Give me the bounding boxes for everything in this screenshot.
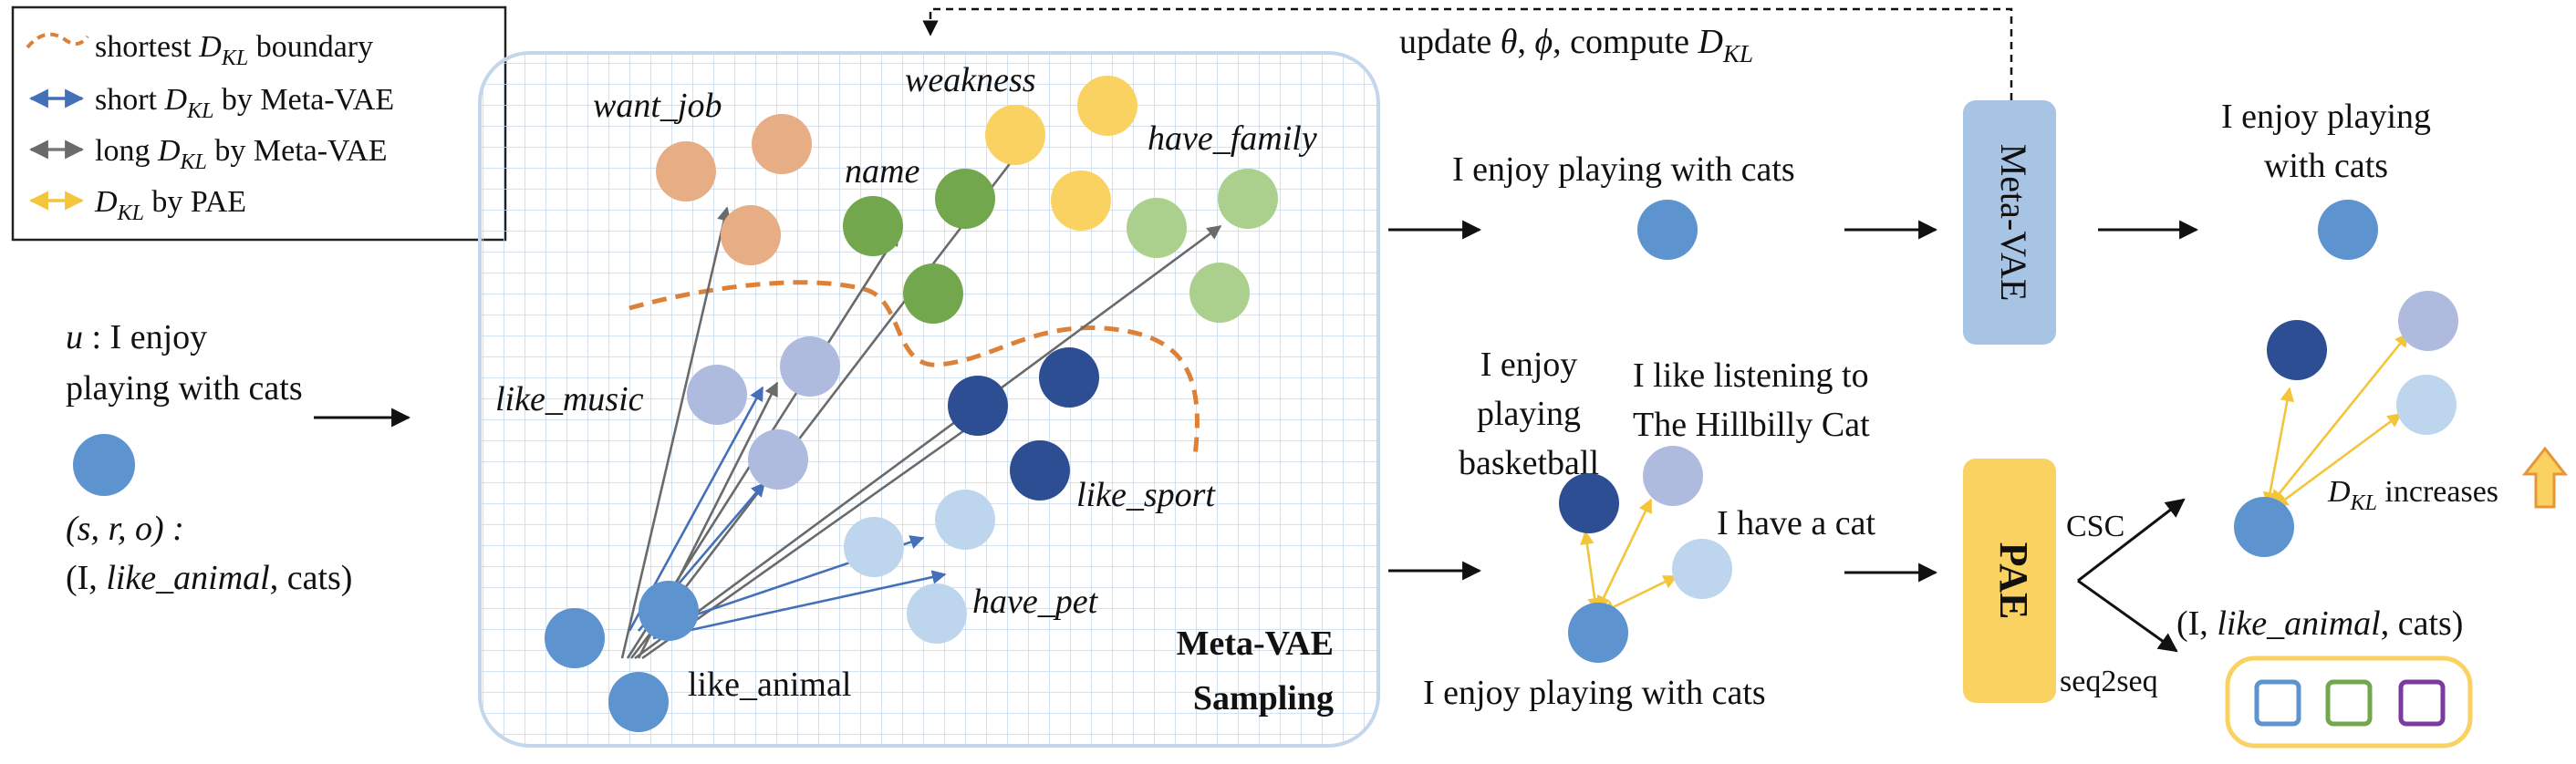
- node-weakness-2: [1077, 76, 1137, 136]
- node-family-2: [1218, 169, 1278, 229]
- short-arrow-pet2: [652, 570, 947, 640]
- label-name: name: [845, 152, 919, 191]
- top-output-node: [2318, 200, 2378, 260]
- node-animal-2: [639, 581, 699, 641]
- token-box-purple: [2398, 679, 2446, 727]
- bottom-row: I enjoy playing basketball I like listen…: [1388, 291, 2569, 749]
- label-have-pet: have_pet: [972, 583, 1099, 621]
- basketball-line2: playing: [1477, 395, 1581, 433]
- bottom-basketball-node: [1559, 473, 1619, 533]
- token-box-blue: [2254, 679, 2301, 727]
- up-arrow-icon: [2521, 446, 2569, 509]
- node-music-2: [780, 336, 840, 397]
- csc-label: CSC: [2066, 510, 2124, 543]
- bottom-anchor-text: I enjoy playing with cats: [1423, 674, 1766, 712]
- input-section: u : I enjoy playing with cats (s, r, o) …: [66, 318, 411, 597]
- node-pet-2: [935, 490, 995, 550]
- legend: shortest DKL boundary short DKL by Meta-…: [11, 5, 507, 242]
- node-name-3: [903, 263, 963, 324]
- seq2seq-arrow: [2077, 579, 2178, 653]
- shortest-boundary-curve: [628, 280, 1200, 457]
- bottom-cat-node: [1672, 539, 1732, 599]
- basketball-line1: I enjoy: [1480, 346, 1578, 384]
- feedback-label: update θ, ϕ, compute DKL: [1399, 23, 1753, 67]
- label-like-music: like_music: [495, 380, 644, 418]
- node-family-1: [1127, 198, 1187, 258]
- pae-label: PAE: [1991, 542, 2036, 620]
- sampling-title-line1: Meta-VAE: [1177, 625, 1334, 663]
- seq2seq-triple: (I, like_animal, cats): [2176, 604, 2463, 643]
- csc-music-node: [2398, 291, 2458, 351]
- long-arrow-sport: [641, 420, 978, 660]
- node-animal-3: [608, 672, 669, 732]
- pae-arrow-basketball: [1580, 530, 1602, 613]
- node-pet-3: [907, 583, 967, 644]
- feedback-dashed-arrow: [922, 7, 2013, 100]
- bottom-anchor-node: [1568, 603, 1628, 663]
- feedback-loop: update θ, ϕ, compute DKL: [922, 7, 2013, 100]
- node-want-job-2: [752, 114, 812, 174]
- legend-boundary-text: shortest DKL boundary: [95, 30, 373, 70]
- node-name-2: [935, 169, 995, 229]
- long-arrow-want-job: [620, 206, 732, 659]
- meta-vae-box: [1963, 100, 2056, 345]
- node-family-3: [1189, 263, 1250, 323]
- legend-boundary-swatch: [26, 32, 89, 49]
- node-weakness-1: [985, 105, 1045, 165]
- hillbilly-line2: The Hillbilly Cat: [1633, 406, 1870, 444]
- long-arrow-weakness: [629, 144, 1025, 659]
- pae-box: [1963, 459, 2056, 703]
- label-like-sport: like_sport: [1076, 476, 1216, 514]
- token-box-container: [2225, 656, 2473, 749]
- node-sport-3: [1010, 440, 1070, 501]
- input-utterance-line2: playing with cats: [66, 369, 303, 408]
- legend-short-text: short DKL by Meta-VAE: [95, 83, 394, 123]
- legend-pae-text: DKL by PAE: [94, 185, 246, 225]
- csc-pet-node: [2396, 375, 2457, 435]
- node-music-1: [687, 365, 747, 425]
- csc-arrow-sport: [2262, 387, 2295, 507]
- basketball-line3: basketball: [1459, 444, 1599, 482]
- csc-anchor-node: [2234, 497, 2294, 557]
- node-pet-1: [844, 517, 904, 577]
- node-music-3: [748, 429, 808, 490]
- csc-arrow: [2077, 498, 2186, 583]
- pae-arrow-cat: [1600, 574, 1678, 614]
- node-want-job-3: [721, 205, 781, 265]
- long-arrow-have-family: [634, 224, 1222, 660]
- csc-sport-node: [2267, 320, 2327, 380]
- legend-long-text: long DKL by Meta-VAE: [95, 134, 388, 174]
- input-sro-label: (s, r, o) :: [66, 510, 184, 548]
- top-sentence: I enjoy playing with cats: [1452, 150, 1795, 189]
- csc-arrow-pet: [2273, 412, 2403, 509]
- have-cat-text: I have a cat: [1717, 504, 1875, 542]
- input-triple: (I, like_animal, cats): [66, 559, 352, 597]
- top-output-line1: I enjoy playing: [2221, 98, 2431, 136]
- meta-vae-label: Meta-VAE: [1993, 144, 2034, 302]
- token-box-green: [2325, 679, 2373, 727]
- seq2seq-label: seq2seq: [2060, 665, 2158, 698]
- node-animal-1: [545, 608, 605, 668]
- input-utterance-line1: u : I enjoy: [66, 318, 207, 356]
- legend-box: [11, 5, 507, 242]
- bottom-hillbilly-node: [1643, 446, 1703, 506]
- top-output-line2: with cats: [2264, 147, 2388, 185]
- sampling-panel: want_job weakness name have_family like_…: [478, 51, 1380, 748]
- node-sport-2: [1039, 347, 1099, 408]
- label-like-animal: like_animal: [688, 666, 851, 704]
- label-have-family: have_family: [1148, 119, 1317, 158]
- sampling-title-line2: Sampling: [1193, 679, 1334, 718]
- label-want-job: want_job: [593, 87, 722, 125]
- label-weakness: weakness: [905, 61, 1036, 99]
- top-sentence-node: [1637, 200, 1698, 260]
- node-name-1: [843, 196, 903, 256]
- node-sport-1: [948, 376, 1008, 436]
- node-want-job-1: [656, 141, 716, 201]
- top-row: I enjoy playing with cats Meta-VAE I enj…: [1388, 98, 2431, 345]
- input-utterance-node: [73, 434, 135, 496]
- hillbilly-line1: I like listening to: [1633, 356, 1869, 395]
- node-weakness-3: [1051, 170, 1111, 231]
- dkl-increases-text: DKL increases: [2327, 475, 2498, 515]
